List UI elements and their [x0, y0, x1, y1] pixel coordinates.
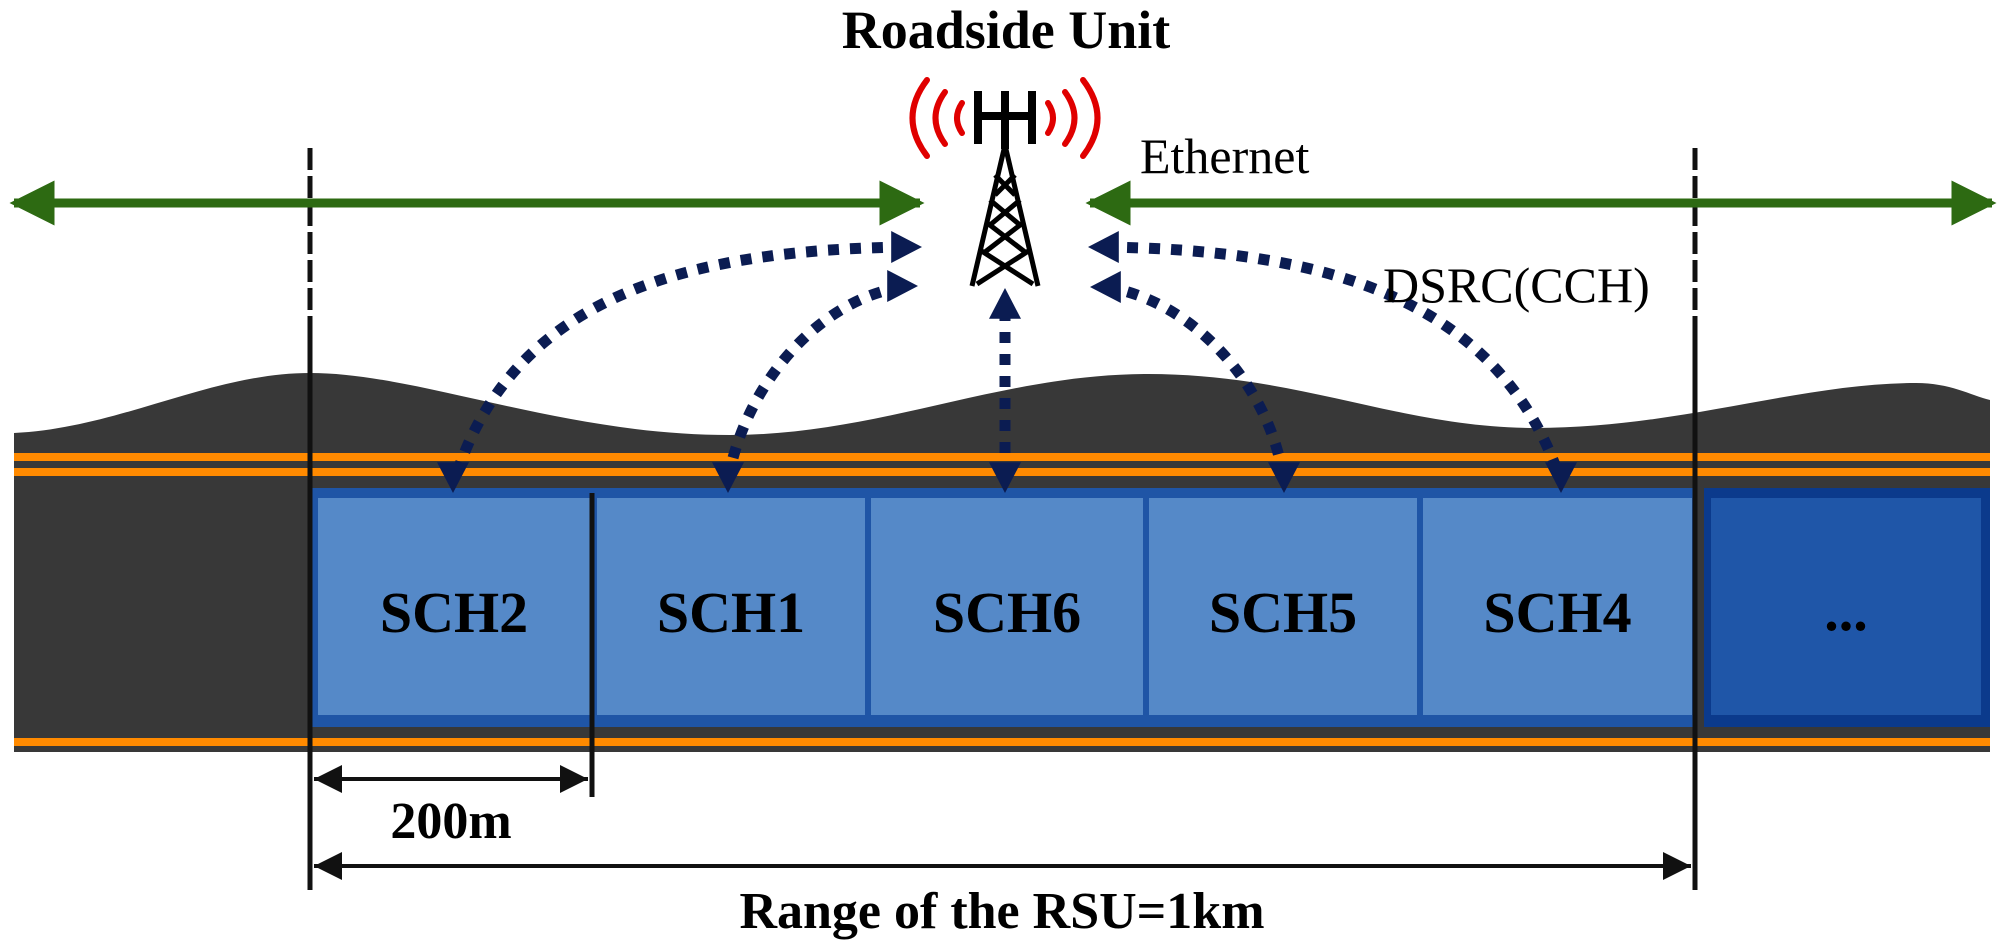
dsrc-link-sch5 [1090, 271, 1300, 493]
arrowhead-vehicle [1268, 462, 1300, 493]
ethernet-label: Ethernet [1140, 128, 1309, 184]
dimension-range: Range of the RSU=1km [314, 852, 1691, 940]
segment-label: SCH1 [657, 580, 805, 645]
segment-box [318, 498, 590, 715]
range-label: Range of the RSU=1km [739, 883, 1264, 940]
segment-box [1423, 498, 1692, 715]
radio-tower-icon [909, 77, 1101, 287]
segment-more: ... [1704, 488, 1990, 727]
arrowhead-rsu [1088, 231, 1119, 263]
segment-sch4: SCH4 [1423, 498, 1692, 715]
segment-sch2: SCH2 [318, 498, 590, 715]
dsrc-link-sch4 [1088, 231, 1577, 493]
arrowhead-rsu [891, 231, 922, 263]
roadside-unit-title: Roadside Unit [842, 0, 1171, 60]
dimension-200m: 200m [314, 765, 588, 850]
lane-marking-bottom [14, 738, 1990, 746]
segment-box [597, 498, 865, 715]
segment-label: SCH4 [1483, 580, 1631, 645]
arrowhead-vehicle [989, 462, 1021, 493]
arrowhead-rsu [887, 270, 918, 302]
dsrc-label: DSRC(CCH) [1383, 257, 1650, 313]
arrowhead-vehicle [437, 462, 469, 493]
dsrc-link-sch2 [437, 231, 922, 493]
segment-sch1: SCH1 [597, 498, 865, 715]
signal-waves-icon [909, 77, 1101, 159]
segment-box [1149, 498, 1417, 715]
segment-sch5: SCH5 [1149, 498, 1417, 715]
segment-length-label: 200m [390, 793, 511, 850]
dotted-link-line [724, 281, 903, 472]
segment-label: SCH2 [380, 580, 528, 645]
dotted-link-line [1104, 241, 1563, 472]
dsrc-link-sch1 [712, 270, 918, 493]
segments: SCH2 SCH1 SCH6 SCH5 SCH4... [312, 488, 1990, 727]
lane-marking-top-1 [14, 453, 1990, 461]
segment-box [1711, 498, 1981, 715]
segment-label: SCH5 [1209, 580, 1357, 645]
arrowhead-rsu [1090, 271, 1121, 303]
arrowhead-vehicle [1545, 462, 1577, 493]
range-boundaries [307, 148, 1698, 890]
segment-label: SCH6 [933, 580, 1081, 645]
segment-box [871, 498, 1143, 715]
segment-label: ... [1824, 578, 1868, 643]
dotted-link-line [1105, 281, 1288, 472]
arrowhead-rsu [989, 288, 1021, 319]
segment-sch6: SCH6 [871, 498, 1143, 715]
dsrc-link-sch6 [989, 288, 1021, 493]
arrowhead-vehicle [712, 462, 744, 493]
dsrc-links [437, 231, 1577, 493]
